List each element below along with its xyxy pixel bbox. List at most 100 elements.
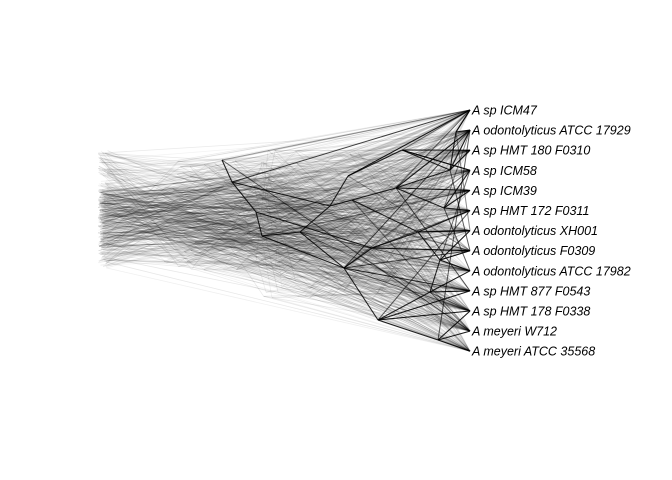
tree-branch <box>190 174 471 312</box>
tree-branch <box>260 236 350 272</box>
tree-branch <box>346 109 471 289</box>
tree-branch <box>261 169 471 261</box>
tree-branch <box>269 169 471 257</box>
tree-branch <box>175 190 471 224</box>
tree-branch <box>242 222 312 256</box>
tree-branch <box>231 149 471 172</box>
tree-branch <box>375 194 471 332</box>
tree-branch <box>228 233 471 312</box>
tree-branch <box>194 254 313 286</box>
tree-branch <box>215 168 390 203</box>
tree-branch <box>102 193 293 247</box>
tree-branch <box>255 211 373 249</box>
tree-branch <box>222 150 296 219</box>
tree-branch <box>332 192 471 252</box>
tree-branch <box>255 150 269 263</box>
tree-branch <box>105 190 471 245</box>
tree-branch <box>246 129 471 235</box>
tree-branch <box>231 109 471 183</box>
tree-branch <box>377 210 471 321</box>
tree-branch <box>99 109 471 197</box>
tree-branch <box>263 224 381 263</box>
consensus-tree-lines <box>221 109 471 352</box>
tree-branch <box>222 190 471 210</box>
tree-branch <box>277 290 471 293</box>
tree-branch <box>177 109 471 163</box>
tree-branch <box>195 192 334 256</box>
tree-branch <box>231 181 257 213</box>
tree-branch <box>241 201 355 245</box>
tree-branch <box>302 129 471 231</box>
tree-branch <box>343 109 471 291</box>
tree-branch <box>222 172 385 193</box>
tree-branch <box>362 161 471 312</box>
tree-branch <box>263 239 313 251</box>
tree-branch <box>311 169 471 224</box>
tree-branch <box>203 164 329 259</box>
tree-branch <box>251 158 370 269</box>
tree-branch <box>247 225 471 252</box>
tree-branch <box>215 212 471 352</box>
tree-branch <box>237 129 471 220</box>
tree-branch <box>177 169 471 223</box>
tree-branch <box>296 129 471 164</box>
tree-branch <box>369 169 471 222</box>
tree-branch <box>100 251 168 257</box>
tree-branch <box>343 169 471 269</box>
tree-branch <box>104 209 170 213</box>
tree-branch <box>187 210 471 262</box>
tree-branch <box>332 248 471 332</box>
tree-branch <box>162 191 471 292</box>
tree-branch <box>99 172 260 194</box>
tree-branch <box>218 234 471 312</box>
tree-branch <box>303 230 471 252</box>
tree-branch <box>182 190 264 224</box>
tree-branch <box>332 206 471 252</box>
tree-branch <box>176 190 471 205</box>
tree-branch <box>233 210 471 241</box>
tree-branch <box>100 212 244 251</box>
tree-branch <box>260 169 471 208</box>
tree-branch <box>98 160 180 264</box>
tree-branch <box>183 230 471 252</box>
tree-branch <box>163 192 298 297</box>
tree-branch <box>166 255 471 292</box>
tree-branch <box>166 150 346 264</box>
tree-branch <box>369 129 471 222</box>
tree-branch <box>103 259 471 292</box>
tree-branch <box>332 248 471 332</box>
tree-branch <box>209 210 471 259</box>
tree-branch <box>351 187 397 201</box>
tree-branch <box>365 149 471 231</box>
tree-branch <box>388 202 471 312</box>
tree-branch <box>268 222 471 352</box>
tree-branch <box>211 246 471 332</box>
tree-branch <box>255 194 471 292</box>
tree-branch <box>190 250 471 352</box>
tree-branch <box>98 198 334 215</box>
tree-branch <box>189 166 280 277</box>
tree-branch <box>231 109 471 231</box>
tree-branch <box>222 109 471 210</box>
tree-branch <box>369 202 471 272</box>
tree-branch <box>100 197 376 216</box>
tree-branch <box>437 330 471 341</box>
tree-branch <box>331 213 471 332</box>
tree-branch <box>455 131 471 231</box>
tree-branch <box>380 190 471 229</box>
tree-branch <box>98 190 471 264</box>
tree-branch <box>175 228 294 234</box>
tree-branch <box>104 234 184 252</box>
tree-branch <box>104 203 201 228</box>
tree-branch <box>277 109 471 275</box>
tree-branch <box>304 169 471 233</box>
tree-branch <box>389 190 471 203</box>
tree-branch <box>369 149 471 174</box>
tree-branch <box>103 206 376 210</box>
tree-branch <box>106 129 471 193</box>
tree-branch <box>190 150 354 175</box>
tree-branch <box>240 200 471 332</box>
tree-branch <box>171 149 471 209</box>
tree-branch <box>163 129 471 263</box>
tree-branch <box>98 157 234 241</box>
